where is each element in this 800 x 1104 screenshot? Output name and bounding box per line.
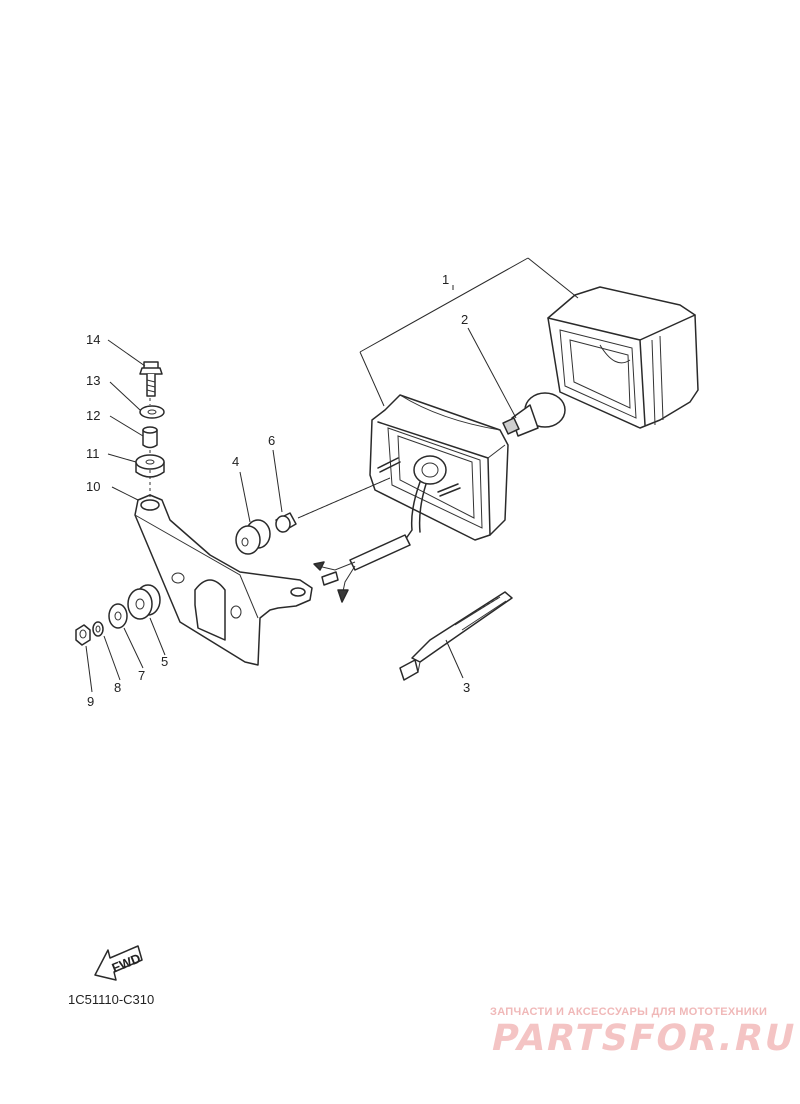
callout-14: 14 (86, 332, 100, 347)
callout-12: 12 (86, 408, 100, 423)
callout-10: 10 (86, 479, 100, 494)
callout-6: 6 (268, 433, 275, 448)
plain-washer (108, 603, 128, 629)
grommet-lower (127, 584, 161, 620)
callout-13: 13 (86, 373, 100, 388)
callout-1: 1 (442, 272, 449, 287)
cable-tie (399, 591, 513, 681)
nut (75, 624, 91, 646)
callout-9: 9 (87, 694, 94, 709)
bolt (139, 361, 163, 397)
callout-11: 11 (86, 446, 100, 461)
callout-4: 4 (232, 454, 239, 469)
callout-7: 7 (138, 668, 145, 683)
callouts: 1 2 3 4 5 6 7 8 9 10 11 12 13 14 FWD (86, 272, 470, 975)
tail-light-lens (547, 286, 699, 429)
fwd-label: FWD (110, 950, 143, 975)
callout-8: 8 (114, 680, 121, 695)
callout-2: 2 (461, 312, 468, 327)
watermark-tagline: ЗАПЧАСТИ И АКСЕССУАРЫ ДЛЯ МОТОТЕХНИКИ (490, 1006, 768, 1018)
collar-top (142, 426, 158, 449)
tail-light-housing (313, 394, 509, 603)
grommet-top (135, 454, 165, 478)
washer-top (139, 405, 165, 419)
forward-arrow-icon (94, 945, 143, 981)
grommet (235, 519, 271, 555)
collar (275, 512, 297, 533)
watermark-logo: PARTSFOR.RU (487, 1018, 800, 1059)
callout-5: 5 (161, 654, 168, 669)
mounting-bracket (134, 494, 313, 666)
callout-3: 3 (463, 680, 470, 695)
leader-lines (85, 257, 579, 693)
drawing-code: 1C51110-C310 (68, 992, 155, 1007)
spring-washer (92, 621, 104, 637)
bulb (502, 392, 566, 437)
